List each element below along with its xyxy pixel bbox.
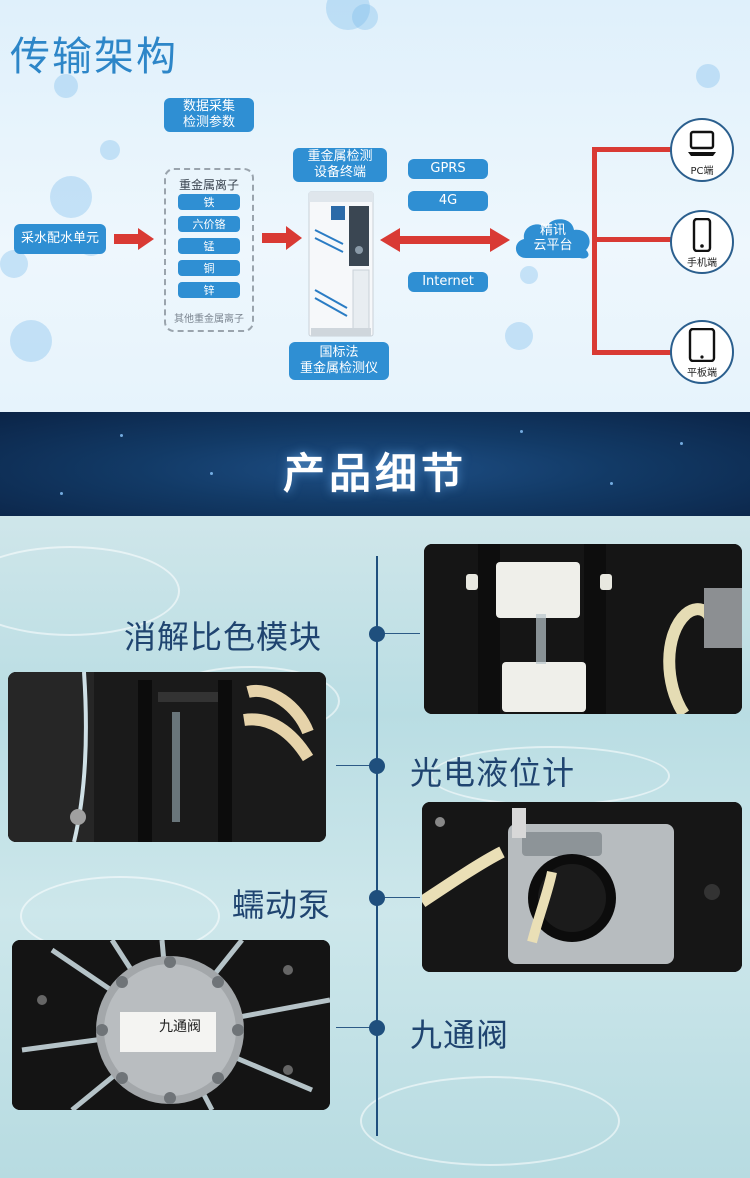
instrument-cabinet-icon <box>308 191 374 337</box>
device-label: 手机端 <box>687 258 717 269</box>
data-collection-label: 数据采集检测参数 <box>164 98 254 132</box>
photo-digestion-module <box>424 544 742 714</box>
bracket-line <box>596 237 672 242</box>
decor-star <box>680 442 683 445</box>
decor-star <box>120 434 123 437</box>
timeline-dot <box>369 626 385 642</box>
digestion-module-image <box>424 544 742 714</box>
cloud-platform-label: 精讯云平台 <box>533 223 573 253</box>
decor-star <box>610 482 613 485</box>
product-details-banner: 产品细节 <box>0 412 750 516</box>
ion-item: 铁 <box>178 194 240 210</box>
device-label: PC端 <box>690 166 714 177</box>
decor-bubble <box>520 266 538 284</box>
timeline-dot <box>369 758 385 774</box>
feature-label-valve: 九通阀 <box>410 1016 510 1054</box>
valve-plate-label: 九通阀 <box>159 1019 201 1035</box>
tablet-icon <box>688 328 716 362</box>
decor-star <box>210 472 213 475</box>
timeline-dot <box>369 1020 385 1036</box>
feature-label-digestion: 消解比色模块 <box>124 618 323 656</box>
cloud-icon <box>515 219 590 259</box>
device-pc: PC端 <box>670 118 734 182</box>
ion-group-other: 其他重金属离子 <box>174 314 244 325</box>
bracket-line <box>592 147 597 355</box>
decor-bubble <box>352 4 378 30</box>
double-arrow-icon <box>380 228 510 252</box>
decor-bubble <box>54 74 78 98</box>
ion-item: 锌 <box>178 282 240 298</box>
flow-arrow-icon <box>262 226 302 250</box>
decor-bubble <box>696 64 720 88</box>
photo-peristaltic-pump <box>422 802 742 972</box>
ion-group: 重金属离子 铁 六价铬 锰 铜 锌 其他重金属离子 <box>164 168 254 332</box>
photo-nine-way-valve: 九通阀 <box>12 940 330 1110</box>
peristaltic-pump-image <box>422 802 742 972</box>
decor-star <box>60 492 63 495</box>
decor-bubble <box>10 320 52 362</box>
device-phone: 手机端 <box>670 210 734 274</box>
bracket-line <box>592 350 672 355</box>
pointer-line <box>336 1027 370 1028</box>
section-title: 传输架构 <box>10 34 178 80</box>
decor-ripple <box>360 1076 620 1166</box>
feature-label-pump: 蠕动泵 <box>232 886 332 924</box>
laptop-icon <box>688 130 716 156</box>
sampling-unit-label: 采水配水单元 <box>14 224 106 254</box>
ion-item: 铜 <box>178 260 240 276</box>
pointer-line <box>380 897 420 898</box>
pointer-line <box>380 633 420 634</box>
photo-level-meter <box>8 672 326 842</box>
nine-way-valve-image <box>12 940 330 1110</box>
ion-item: 锰 <box>178 238 240 254</box>
device-tablet: 平板端 <box>670 320 734 384</box>
network-gprs: GPRS <box>408 159 488 179</box>
phone-icon <box>692 218 712 252</box>
pointer-line <box>336 765 370 766</box>
feature-label-level-meter: 光电液位计 <box>410 754 576 792</box>
decor-ripple <box>0 546 180 636</box>
timeline-dot <box>369 890 385 906</box>
level-meter-image <box>8 672 326 842</box>
instrument-label: 国标法重金属检测仪 <box>289 342 389 380</box>
device-label: 平板端 <box>687 368 717 379</box>
details-section: 消解比色模块 光电液位计 <box>0 516 750 1178</box>
ion-group-title: 重金属离子 <box>178 178 239 192</box>
network-internet: Internet <box>408 272 488 292</box>
flow-arrow-icon <box>114 228 154 250</box>
decor-bubble <box>505 322 533 350</box>
decor-star <box>520 430 523 433</box>
architecture-section: 传输架构 数据采集检测参数 采水配水单元 重金属离子 铁 六价铬 锰 铜 锌 其… <box>0 0 750 412</box>
banner-title: 产品细节 <box>282 449 467 498</box>
bracket-line <box>592 147 672 152</box>
decor-bubble <box>100 140 120 160</box>
ion-item: 六价铬 <box>178 216 240 232</box>
decor-bubble <box>50 176 92 218</box>
terminal-label: 重金属检测设备终端 <box>293 148 387 182</box>
network-4g: 4G <box>408 191 488 211</box>
decor-bubble <box>0 250 28 278</box>
timeline-line <box>376 556 378 1136</box>
